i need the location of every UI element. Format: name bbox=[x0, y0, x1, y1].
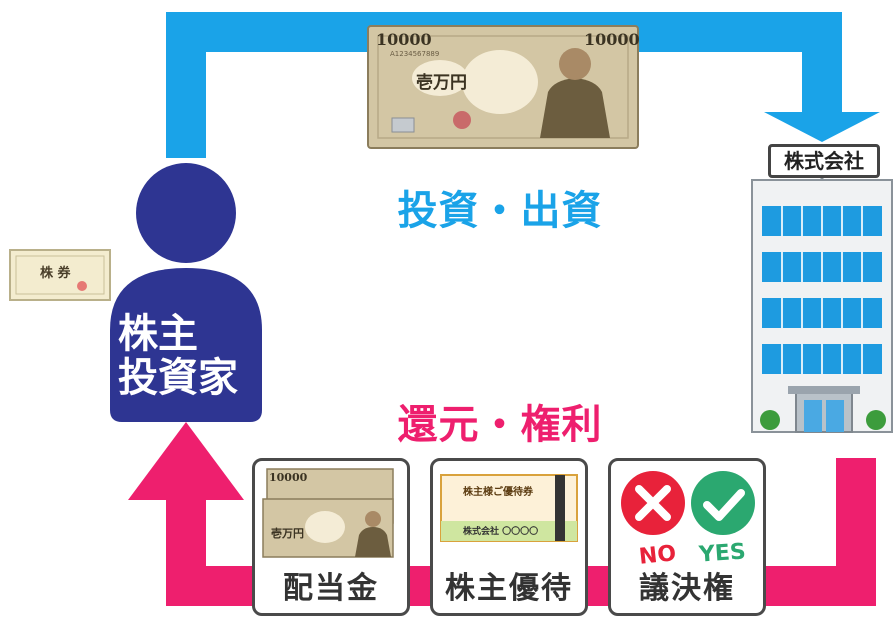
yes-check-icon bbox=[691, 471, 755, 535]
voting-rights-label: 議決権 bbox=[639, 571, 735, 606]
stock-certificate-title: 株 券 bbox=[40, 266, 71, 281]
investor-label-line2: 投資家 bbox=[118, 355, 238, 401]
company-sign: 株式会社 bbox=[768, 144, 880, 178]
banknote-denomination-right: 10000 bbox=[584, 30, 640, 49]
dividend-banknotes-icon bbox=[262, 468, 394, 558]
dividend-banknote-kanji: 壱万円 bbox=[271, 527, 304, 540]
vote-icons bbox=[621, 471, 755, 535]
dividend-label: 配当金 bbox=[283, 571, 379, 606]
banknote-denomination-left: 10000 bbox=[376, 30, 432, 49]
stock-certificate-icon bbox=[9, 249, 111, 301]
investor-label: 株主 投資家 bbox=[118, 312, 268, 400]
benefit-voucher-icon bbox=[440, 474, 578, 542]
dividend-banknote-denomination: 10000 bbox=[269, 471, 308, 484]
return-label: 還元・権利 bbox=[397, 402, 603, 448]
banknote-serial: A1234567889 bbox=[390, 50, 440, 58]
dividend-card: 10000 壱万円 配当金 bbox=[252, 458, 410, 616]
voucher-title: 株主様ご優待券 bbox=[463, 487, 533, 498]
no-cross-icon bbox=[621, 471, 685, 535]
banknote-kanji: 壱万円 bbox=[416, 73, 467, 93]
voucher-issuer: 株式会社 〇〇〇〇 bbox=[463, 527, 539, 537]
shareholder-benefit-card: 株主様ご優待券 株式会社 〇〇〇〇 株主優待 bbox=[430, 458, 588, 616]
voting-rights-card: NO YES 議決権 bbox=[608, 458, 766, 616]
shareholder-benefit-label: 株主優待 bbox=[445, 571, 573, 606]
banknote-icon bbox=[367, 25, 639, 149]
investment-label: 投資・出資 bbox=[397, 188, 603, 234]
company-building bbox=[751, 170, 893, 433]
investor-label-line1: 株主 bbox=[118, 311, 198, 357]
investor-figure bbox=[110, 163, 262, 422]
